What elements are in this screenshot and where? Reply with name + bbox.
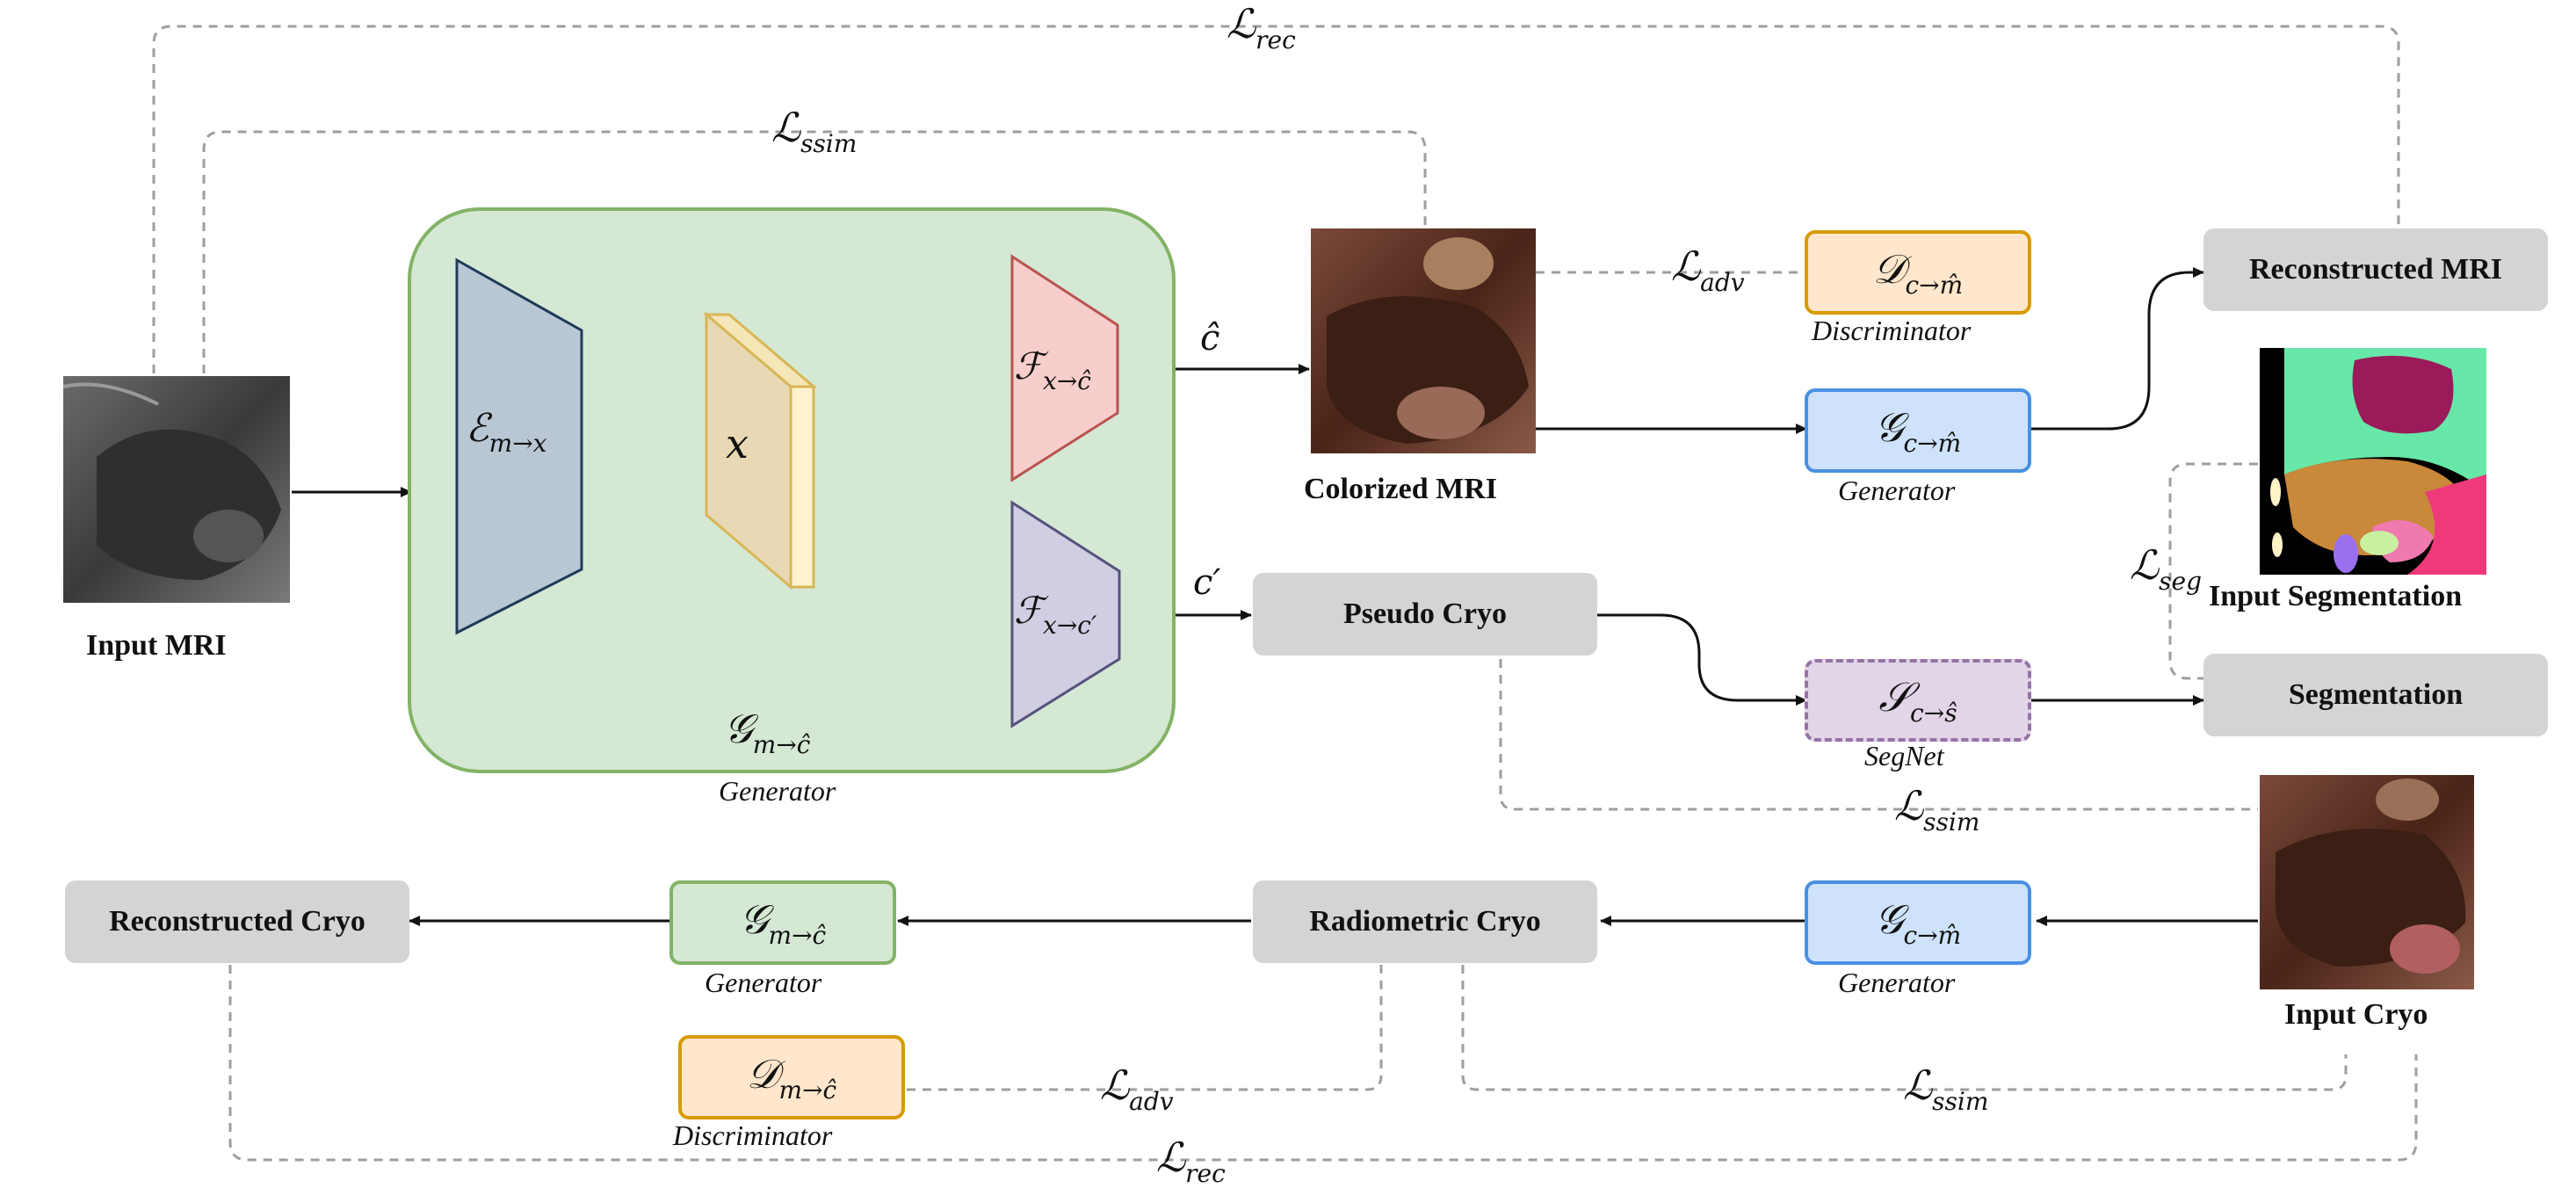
input-segmentation-label: Input Segmentation bbox=[2209, 580, 2463, 612]
decoder-f-chat-symbol: ℱx→ĉ bbox=[1014, 344, 1091, 395]
generator-m-chat-bottom-box: 𝒢m→ĉ bbox=[669, 880, 896, 965]
loss-ssim-top-label: ℒssim bbox=[771, 104, 857, 158]
pseudo-cryo-label: Pseudo Cryo bbox=[1342, 598, 1508, 630]
segnet-caption: SegNet bbox=[1864, 740, 1944, 771]
encoder-symbol: ℰm→x bbox=[466, 406, 547, 458]
arrow-pseudo-to-segnet bbox=[1597, 613, 1807, 706]
loss-adv-bottom-path bbox=[907, 965, 1383, 1091]
latent-block bbox=[702, 311, 818, 590]
discriminator-m-chat-symbol: 𝒟m→ĉ bbox=[746, 1050, 837, 1105]
input-mri-image bbox=[62, 376, 290, 603]
discriminator-c-mhat-box: 𝒟c→m̂ bbox=[1805, 230, 2031, 315]
generator-c-mhat-bottom-symbol: 𝒢c→m̂ bbox=[1874, 895, 1962, 950]
input-segmentation-image bbox=[2260, 348, 2486, 575]
input-cryo-label: Input Cryo bbox=[2284, 998, 2428, 1031]
generator-c-mhat-bottom-box: 𝒢c→m̂ bbox=[1805, 880, 2031, 965]
loss-ssim-bottom-label: ℒssim bbox=[1903, 1061, 1989, 1116]
pseudo-cryo-box: Pseudo Cryo bbox=[1253, 573, 1597, 656]
generator-c-mhat-top-symbol: 𝒢c→m̂ bbox=[1874, 403, 1962, 458]
discriminator-m-chat-box: 𝒟m→ĉ bbox=[678, 1035, 905, 1119]
segnet-box: 𝒮c→ŝ bbox=[1805, 659, 2031, 742]
input-mri-label: Input MRI bbox=[86, 629, 227, 662]
decoder-f-cprime-symbol: ℱx→c′ bbox=[1014, 589, 1097, 640]
loss-ssim-mid-label: ℒssim bbox=[1894, 782, 1980, 837]
generator-m-chat-bottom-symbol: 𝒢m→ĉ bbox=[739, 895, 827, 950]
generator-container-caption: Generator bbox=[719, 775, 836, 807]
decoder-f-chat-trapezoid bbox=[1010, 254, 1119, 482]
loss-paths bbox=[152, 25, 2418, 1162]
cprime-symbol: c′ bbox=[1193, 562, 1221, 603]
loss-rec-bottom-label: ℒrec bbox=[1156, 1134, 1226, 1188]
loss-ssim-top-path bbox=[202, 130, 1427, 373]
discriminator-c-mhat-symbol: 𝒟c→m̂ bbox=[1872, 245, 1964, 300]
generator-container-symbol: 𝒢m→ĉ bbox=[724, 705, 811, 759]
reconstructed-cryo-label: Reconstructed Cryo bbox=[109, 905, 365, 938]
generator-caption-top: Generator bbox=[1838, 474, 1956, 506]
latent-symbol: x bbox=[726, 420, 749, 467]
colorized-mri-label: Colorized MRI bbox=[1304, 473, 1498, 505]
generator-c-mhat-top-box: 𝒢c→m̂ bbox=[1805, 388, 2031, 473]
discriminator-caption-bottom: Discriminator bbox=[673, 1119, 833, 1151]
encoder-trapezoid bbox=[455, 257, 583, 635]
loss-adv-bottom-label: ℒadv bbox=[1100, 1061, 1174, 1116]
arrow-generator-to-recmri bbox=[2031, 267, 2204, 431]
loss-seg-label: ℒseg bbox=[2130, 541, 2203, 596]
loss-rec-top-path bbox=[152, 25, 2400, 373]
loss-rec-top-label: ℒrec bbox=[1226, 0, 1296, 54]
chat-symbol: ĉ bbox=[1200, 318, 1220, 359]
radiometric-cryo-box: Radiometric Cryo bbox=[1253, 880, 1597, 963]
radiometric-cryo-label: Radiometric Cryo bbox=[1309, 905, 1541, 938]
discriminator-caption-top: Discriminator bbox=[1812, 315, 1972, 346]
reconstructed-cryo-box: Reconstructed Cryo bbox=[65, 880, 409, 963]
loss-adv-top-label: ℒadv bbox=[1671, 243, 1745, 297]
reconstructed-mri-label: Reconstructed MRI bbox=[2249, 253, 2502, 286]
generator-caption-bottom-right: Generator bbox=[1838, 967, 1956, 998]
input-cryo-image bbox=[2260, 775, 2474, 989]
reconstructed-mri-box: Reconstructed MRI bbox=[2203, 228, 2548, 311]
colorized-mri-image bbox=[1311, 228, 1536, 453]
segmentation-box: Segmentation bbox=[2203, 654, 2548, 736]
loss-rec-bottom-path bbox=[228, 965, 2418, 1162]
decoder-f-cprime-trapezoid bbox=[1010, 500, 1121, 728]
loss-ssim-bottom-path bbox=[1461, 965, 2348, 1091]
loss-ssim-mid-path bbox=[1499, 659, 2258, 811]
generator-caption-bottom-left: Generator bbox=[705, 967, 822, 998]
segnet-symbol: 𝒮c→ŝ bbox=[1878, 673, 1957, 728]
segmentation-label: Segmentation bbox=[2288, 678, 2464, 711]
